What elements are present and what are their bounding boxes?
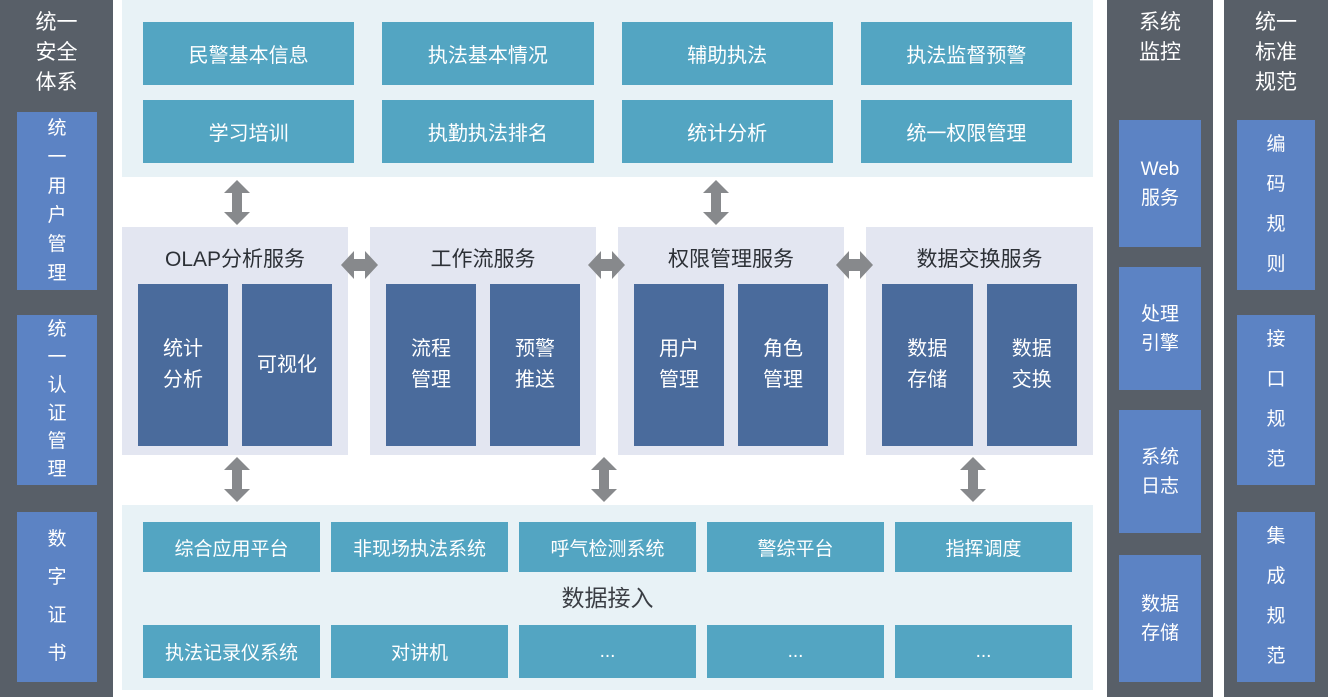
web-service-box: Web 服务 bbox=[1119, 120, 1201, 247]
service-box-warning-push: 预警 推送 bbox=[490, 284, 580, 446]
source-box-offsite-enforcement: 非现场执法系统 bbox=[331, 522, 508, 572]
source-system-row-1: 综合应用平台 非现场执法系统 呼气检测系统 警综平台 指挥调度 bbox=[143, 522, 1072, 572]
application-grid: 民警基本信息 执法基本情况 辅助执法 执法监督预警 学习培训 执勤执法排名 统计… bbox=[143, 22, 1072, 163]
app-box-training: 学习培训 bbox=[143, 100, 355, 163]
unified-auth-management-box: 统 一 认 证 管 理 bbox=[17, 315, 97, 485]
service-group-permission: 权限管理服务 用户 管理 角色 管理 bbox=[618, 227, 844, 455]
group-title-data-exchange: 数据交换服务 bbox=[916, 248, 1043, 271]
source-box-police-platform: 警综平台 bbox=[707, 522, 884, 572]
security-column-title: 统一 安全 体系 bbox=[35, 11, 78, 94]
group-title-olap: OLAP分析服务 bbox=[164, 248, 306, 271]
coding-rules-box: 编 码 规 则 bbox=[1237, 120, 1315, 290]
service-box-data-exchange: 数据 交换 bbox=[986, 284, 1077, 446]
group-title-workflow: 工作流服务 bbox=[430, 248, 536, 271]
double-arrow-horizontal-icon bbox=[341, 251, 378, 279]
app-box-enforcement-info: 执法基本情况 bbox=[382, 22, 594, 85]
source-system-row-2: 执法记录仪系统 对讲机 ... ... ... bbox=[143, 625, 1072, 678]
source-box-intercom: 对讲机 bbox=[331, 625, 508, 678]
service-group-olap: OLAP分析服务 统计 分析 可视化 bbox=[122, 227, 348, 455]
source-box-command-dispatch: 指挥调度 bbox=[895, 522, 1072, 572]
data-access-band: 综合应用平台 非现场执法系统 呼气检测系统 警综平台 指挥调度 数据接入 执法记… bbox=[122, 505, 1093, 690]
app-box-permission-mgmt: 统一权限管理 bbox=[860, 100, 1072, 163]
source-box-ellipsis-3: ... bbox=[895, 625, 1072, 678]
main-area: 民警基本信息 执法基本情况 辅助执法 执法监督预警 学习培训 执勤执法排名 统计… bbox=[122, 0, 1093, 697]
unified-user-management-box: 统 一 用 户 管 理 bbox=[17, 112, 97, 290]
system-log-box: 系统 日志 bbox=[1119, 410, 1201, 533]
system-monitor-column: 系统 监控 Web 服务 处理 引擎 系统 日志 数据 存储 bbox=[1107, 0, 1213, 697]
app-box-police-info: 民警基本信息 bbox=[143, 22, 355, 85]
service-group-data-exchange: 数据交换服务 数据 存储 数据 交换 bbox=[866, 227, 1093, 455]
service-box-stat-analysis: 统计 分析 bbox=[138, 284, 228, 446]
source-box-ellipsis-1: ... bbox=[519, 625, 696, 678]
service-box-data-storage: 数据 存储 bbox=[882, 284, 973, 446]
double-arrow-horizontal-icon bbox=[836, 251, 873, 279]
double-arrow-vertical-icon bbox=[960, 457, 986, 502]
group-title-permission: 权限管理服务 bbox=[668, 248, 794, 271]
double-arrow-vertical-icon bbox=[224, 457, 250, 502]
service-box-process-mgmt: 流程 管理 bbox=[386, 284, 476, 446]
monitor-column-title: 系统 监控 bbox=[1139, 11, 1181, 64]
app-box-statistics: 统计分析 bbox=[621, 100, 833, 163]
standard-column-title: 统一 标准 规范 bbox=[1255, 11, 1297, 94]
double-arrow-vertical-icon bbox=[703, 180, 729, 225]
double-arrow-vertical-icon bbox=[591, 457, 617, 502]
digital-certificate-box: 数 字 证 书 bbox=[17, 512, 97, 682]
app-box-supervision-warn: 执法监督预警 bbox=[860, 22, 1072, 85]
application-band: 民警基本信息 执法基本情况 辅助执法 执法监督预警 学习培训 执勤执法排名 统计… bbox=[122, 0, 1093, 177]
source-box-breath-detection: 呼气检测系统 bbox=[519, 522, 696, 572]
security-system-column: 统一 安全 体系 统 一 用 户 管 理 统 一 认 证 管 理 数 字 证 书 bbox=[0, 0, 113, 697]
processing-engine-box: 处理 引擎 bbox=[1119, 267, 1201, 390]
app-box-duty-ranking: 执勤执法排名 bbox=[382, 100, 594, 163]
data-storage-box: 数据 存储 bbox=[1119, 555, 1201, 682]
source-box-body-camera: 执法记录仪系统 bbox=[143, 625, 320, 678]
integration-spec-box: 集 成 规 范 bbox=[1237, 512, 1315, 682]
double-arrow-horizontal-icon bbox=[588, 251, 625, 279]
app-box-assist-enforce: 辅助执法 bbox=[621, 22, 833, 85]
double-arrow-vertical-icon bbox=[224, 180, 250, 225]
data-access-label: 数据接入 bbox=[561, 585, 654, 611]
source-box-ellipsis-2: ... bbox=[707, 625, 884, 678]
service-box-user-mgmt: 用户 管理 bbox=[634, 284, 724, 446]
service-box-role-mgmt: 角色 管理 bbox=[738, 284, 828, 446]
standard-spec-column: 统一 标准 规范 编 码 规 则 接 口 规 范 集 成 规 范 bbox=[1224, 0, 1328, 697]
interface-spec-box: 接 口 规 范 bbox=[1237, 315, 1315, 485]
service-group-workflow: 工作流服务 流程 管理 预警 推送 bbox=[370, 227, 596, 455]
service-box-visualization: 可视化 bbox=[242, 284, 332, 446]
source-box-integrated-platform: 综合应用平台 bbox=[143, 522, 320, 572]
